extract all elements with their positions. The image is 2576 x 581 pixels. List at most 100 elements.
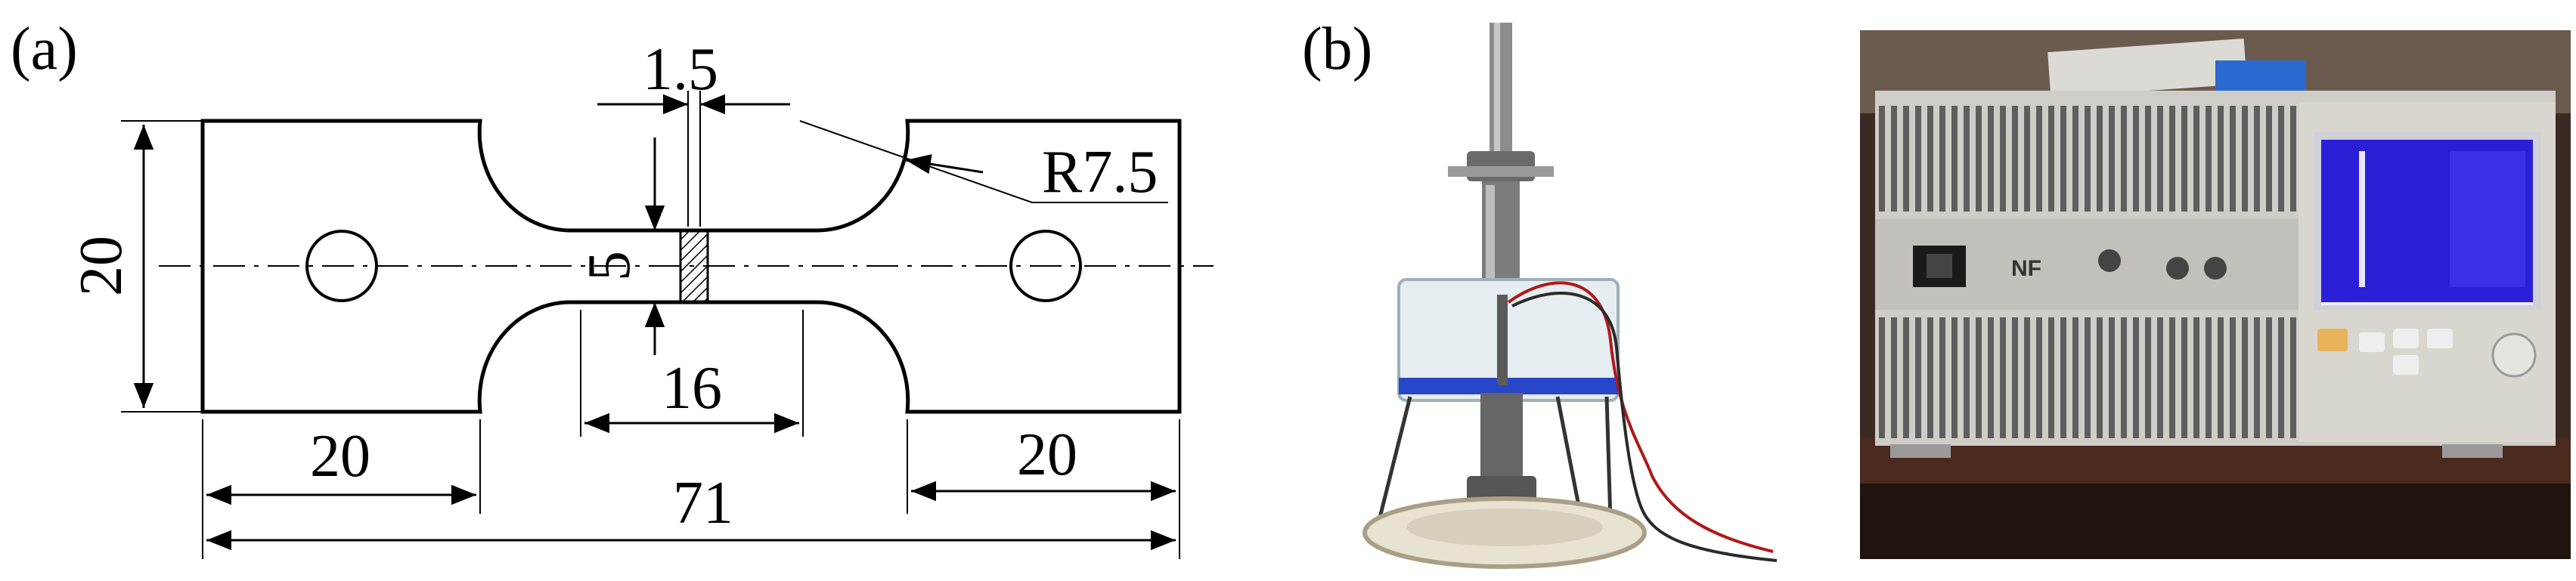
knob [2098, 249, 2121, 272]
test-rig-photo [1362, 23, 1777, 569]
fin [1964, 106, 1970, 212]
gauge-section [679, 229, 709, 304]
fin [2133, 317, 2139, 438]
specimen-drawing: 1.5 R7.5 20 5 16 20 20 71 [68, 36, 1214, 559]
fin [2036, 317, 2042, 438]
fin [2278, 317, 2284, 438]
fin [1939, 106, 1945, 212]
fin [2169, 317, 2175, 438]
panel-label-b: (b) [1302, 16, 1373, 82]
fin [2072, 106, 2078, 212]
fin [1927, 106, 1933, 212]
specimen-outline [200, 119, 1182, 414]
fin [2097, 106, 2103, 212]
fin [2266, 317, 2272, 438]
fin [2290, 317, 2296, 438]
fin [2230, 106, 2236, 212]
fin [2109, 106, 2115, 212]
fin [2218, 106, 2224, 212]
load-shaft [1489, 23, 1512, 151]
fin [2012, 106, 2018, 212]
fin [1879, 106, 1885, 212]
fin [2254, 317, 2260, 438]
dim-grip-left: 20 [310, 423, 370, 490]
lower-grip [1480, 393, 1523, 484]
fin [2048, 106, 2054, 212]
fin [2000, 317, 2006, 438]
hole-left [305, 230, 378, 302]
knob [2166, 257, 2189, 280]
fin [2254, 106, 2260, 212]
fin [2266, 106, 2272, 212]
fin [1915, 106, 1921, 212]
fin [1976, 106, 1982, 212]
fin [1915, 317, 1921, 438]
panel-label-a: (a) [11, 16, 78, 82]
panel-button [2359, 332, 2385, 352]
red-wire [1507, 281, 1774, 553]
fin [1964, 317, 1970, 438]
fin [1951, 317, 1958, 438]
fin [2121, 106, 2127, 212]
fin [2024, 317, 2030, 438]
fin [1988, 317, 1994, 438]
fin [1903, 106, 1909, 212]
fin [2157, 317, 2163, 438]
fin [2181, 106, 2187, 212]
panel-button [2393, 329, 2419, 348]
fin [2012, 317, 2018, 438]
fin [1976, 317, 1982, 438]
radius-arrow [905, 154, 984, 175]
dim-overall-length: 71 [673, 470, 733, 536]
fin [1903, 317, 1909, 438]
dim-overall-height: 20 [68, 236, 135, 296]
fin [2000, 106, 2006, 212]
panel-button [2393, 355, 2419, 375]
fin [2218, 317, 2224, 438]
panel-button [2427, 329, 2453, 348]
dim-gauge-length: 16 [662, 355, 722, 422]
black-wire [1511, 292, 1777, 562]
fin [1927, 317, 1933, 438]
instrument-logo: NF [2011, 256, 2041, 281]
fin [2085, 106, 2091, 212]
fin [2230, 317, 2236, 438]
fin [2072, 317, 2078, 438]
fin [1988, 106, 1994, 212]
leader-line [799, 120, 1168, 203]
fin [2060, 317, 2066, 438]
rotary-knob [2491, 332, 2537, 378]
hole-right [1009, 230, 1082, 302]
fin [2097, 317, 2103, 438]
dim-gauge-width: 1.5 [643, 36, 718, 103]
fin [2109, 317, 2115, 438]
dim-grip-right: 20 [1017, 422, 1077, 488]
papers [2047, 39, 2247, 97]
fin [2193, 106, 2199, 212]
fin [2242, 106, 2248, 212]
fin [2036, 106, 2042, 212]
fin [2024, 106, 2030, 212]
fin [2193, 317, 2199, 438]
panel-button [2317, 329, 2348, 351]
knob [2204, 257, 2227, 280]
fin [2157, 106, 2163, 212]
fin [2085, 317, 2091, 438]
fin [2121, 317, 2127, 438]
cell-ring [1399, 378, 1618, 394]
fin [2048, 317, 2054, 438]
fin [2145, 317, 2151, 438]
fin [2242, 317, 2248, 438]
fin [1891, 106, 1897, 212]
fin [2206, 317, 2212, 438]
fin [1891, 317, 1897, 438]
fin [1951, 106, 1958, 212]
dim-gauge-height: 5 [576, 251, 643, 281]
fin [1879, 317, 1885, 438]
dim-fillet-radius: R7.5 [1042, 139, 1158, 206]
fin [2278, 106, 2284, 212]
fin [1939, 317, 1945, 438]
instrument-photo: NF [1860, 30, 2571, 559]
fin [2133, 106, 2139, 212]
fin [2060, 106, 2066, 212]
